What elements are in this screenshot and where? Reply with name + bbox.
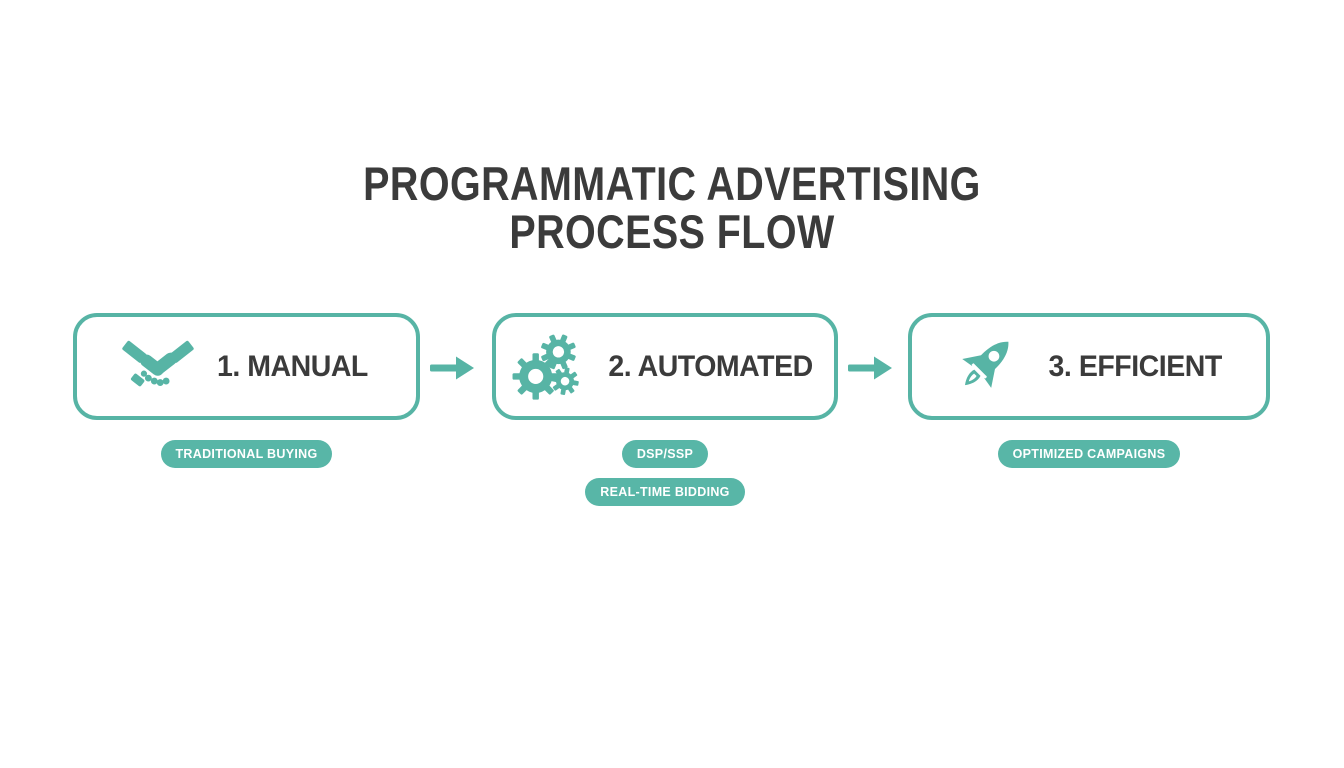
arrow-right-icon [848,356,892,380]
title-line-2: PROCESS FLOW [509,205,835,258]
rocket-icon [962,341,1009,388]
gears-icon [512,334,580,400]
step-label-automated: 2. AUTOMATED [608,349,814,383]
step-card-manual: 1. MANUAL [73,313,420,420]
step-card-efficient: 3. EFFICIENT [908,313,1270,420]
handshake-icon [122,340,194,386]
tag-optimized-campaigns: OPTIMIZED CAMPAIGNS [997,440,1181,468]
tag-row-automated-1: DSP/SSP [492,440,838,468]
tag-row-manual: TRADITIONAL BUYING [73,440,420,468]
title-line-1: PROGRAMMATIC ADVERTISING [363,157,981,210]
tag-row-automated-2: REAL-TIME BIDDING [492,478,838,506]
page-title: PROGRAMMATIC ADVERTISING PROCESS FLOW [108,160,1237,256]
tag-dsp-ssp: DSP/SSP [621,440,709,468]
step-label-efficient: 3. EFFICIENT [1048,349,1222,383]
step-card-automated: 2. AUTOMATED [492,313,838,420]
tag-real-time-bidding: REAL-TIME BIDDING [585,478,745,506]
tag-traditional-buying: TRADITIONAL BUYING [160,440,333,468]
step-label-manual: 1. MANUAL [217,349,368,383]
arrow-right-icon [430,356,474,380]
tag-row-efficient: OPTIMIZED CAMPAIGNS [908,440,1270,468]
